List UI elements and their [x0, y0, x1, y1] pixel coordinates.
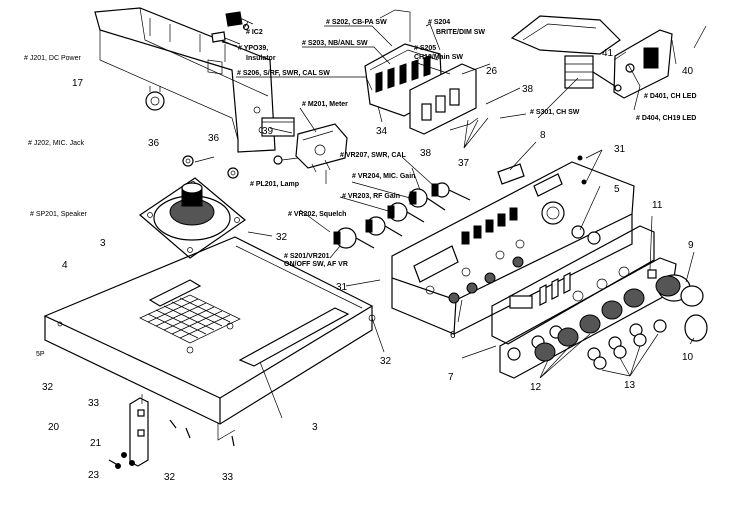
- item-32a: 32: [276, 232, 288, 243]
- pot-mic-gain: [408, 188, 446, 211]
- item-7: 7: [448, 372, 454, 383]
- item-6: 6: [450, 330, 456, 341]
- label-insulator: Insulator: [246, 55, 276, 62]
- label-j201: # J201, DC Power: [24, 55, 81, 62]
- label-vr203: # VR203, RF Gain: [342, 193, 400, 200]
- ic2-component: [225, 11, 254, 31]
- item-5: 5: [614, 184, 620, 195]
- item-3b: 3: [312, 422, 318, 433]
- item-37: 37: [458, 158, 470, 169]
- label-ic2: # IC2: [246, 29, 263, 36]
- pot-squelch: [365, 216, 403, 237]
- item-12: 12: [530, 382, 542, 393]
- label-on-off: ON/OFF SW, AF VR: [284, 261, 348, 268]
- label-s204: # S204: [428, 19, 450, 26]
- label-vr204: # VR204, MIC. Gain: [352, 173, 415, 180]
- item-31b: 31: [336, 282, 348, 293]
- label-s301: # S301, CH SW: [530, 109, 580, 116]
- dc-power-jack: [145, 86, 165, 111]
- item-10: 10: [682, 352, 694, 363]
- knob-row: [534, 288, 645, 362]
- item-13: 13: [624, 380, 636, 391]
- rear-chassis-panel: [94, 7, 276, 153]
- label-ypo39: # YPO39,: [238, 45, 268, 52]
- pot-swr-cal: [431, 182, 471, 201]
- item-31a: 31: [614, 144, 626, 155]
- label-ch19-main: CH19/Main SW: [414, 54, 463, 61]
- label-s206: # S206, S/RF, SWR, CAL SW: [237, 70, 330, 77]
- label-d404: # D404, CH19 LED: [636, 115, 696, 122]
- label-s203: # S203, NB/ANL SW: [302, 40, 368, 47]
- pcb-board: [510, 15, 621, 55]
- channel-switch: [564, 55, 622, 92]
- panel-washers: [571, 225, 601, 245]
- label-m201: # M201, Meter: [302, 101, 348, 108]
- label-s202: # S202, CB-PA SW: [326, 19, 387, 26]
- knob-large: [655, 274, 704, 307]
- mounting-bracket: [129, 394, 149, 467]
- label-sp201: # SP201, Speaker: [30, 211, 87, 218]
- item-32c: 32: [42, 382, 54, 393]
- item-39: 39: [262, 126, 274, 137]
- item-20: 20: [48, 422, 60, 433]
- item-38b: 38: [420, 148, 432, 159]
- item-17: 17: [72, 78, 84, 89]
- item-34: 34: [376, 126, 388, 137]
- label-d401: # D401, CH LED: [644, 93, 697, 100]
- panel-screw: [577, 155, 587, 185]
- label-s205: # S205: [414, 45, 436, 52]
- bezel-nuts: [448, 256, 524, 304]
- item-32b: 32: [380, 356, 392, 367]
- panel-tag-8: [497, 163, 525, 185]
- label-j202: # J202, MIC. Jack: [28, 140, 85, 147]
- leader-lines: [194, 21, 707, 419]
- speaker-grille: [139, 294, 241, 344]
- label-brite-dim: BRITE/DIM SW: [436, 29, 485, 36]
- item-36a: 36: [148, 138, 160, 149]
- bracket-screws: [108, 419, 235, 469]
- item-3a: 3: [100, 238, 106, 249]
- ypo39-insulator: [211, 31, 241, 45]
- item-9: 9: [688, 240, 694, 251]
- hex-nut-36: [227, 167, 239, 179]
- label-vr207: # VR207, SWR, CAL: [340, 152, 406, 159]
- led-board: [613, 29, 673, 99]
- item-5p: 5P: [36, 351, 45, 358]
- item-32d: 32: [164, 472, 176, 483]
- item-23: 23: [88, 470, 100, 481]
- item-33a: 33: [88, 398, 100, 409]
- chassis-bottom: [43, 236, 376, 441]
- mic-jack-nut: [182, 155, 194, 167]
- item-36b: 36: [208, 133, 220, 144]
- front-panel-plate: [491, 225, 655, 345]
- switch-bracket: [409, 63, 477, 135]
- knob-11: [647, 269, 657, 279]
- item-21: 21: [90, 438, 102, 449]
- item-40: 40: [682, 66, 694, 77]
- item-8: 8: [540, 130, 546, 141]
- pot-on-off-af: [333, 227, 375, 249]
- item-11: 11: [652, 200, 663, 211]
- label-pl201: # PL201, Lamp: [250, 181, 299, 188]
- label-vr202: # VR202, Squelch: [288, 211, 346, 218]
- item-4: 4: [62, 260, 68, 271]
- meter: [295, 123, 348, 173]
- lamp: [273, 155, 299, 165]
- item-41: 41: [602, 48, 614, 59]
- label-s201-vr201: # S201/VR201: [284, 253, 330, 260]
- item-26: 26: [486, 66, 498, 77]
- item-38a: 38: [522, 84, 534, 95]
- speaker: [139, 177, 246, 259]
- item-33b: 33: [222, 472, 234, 483]
- front-panel: [391, 161, 635, 335]
